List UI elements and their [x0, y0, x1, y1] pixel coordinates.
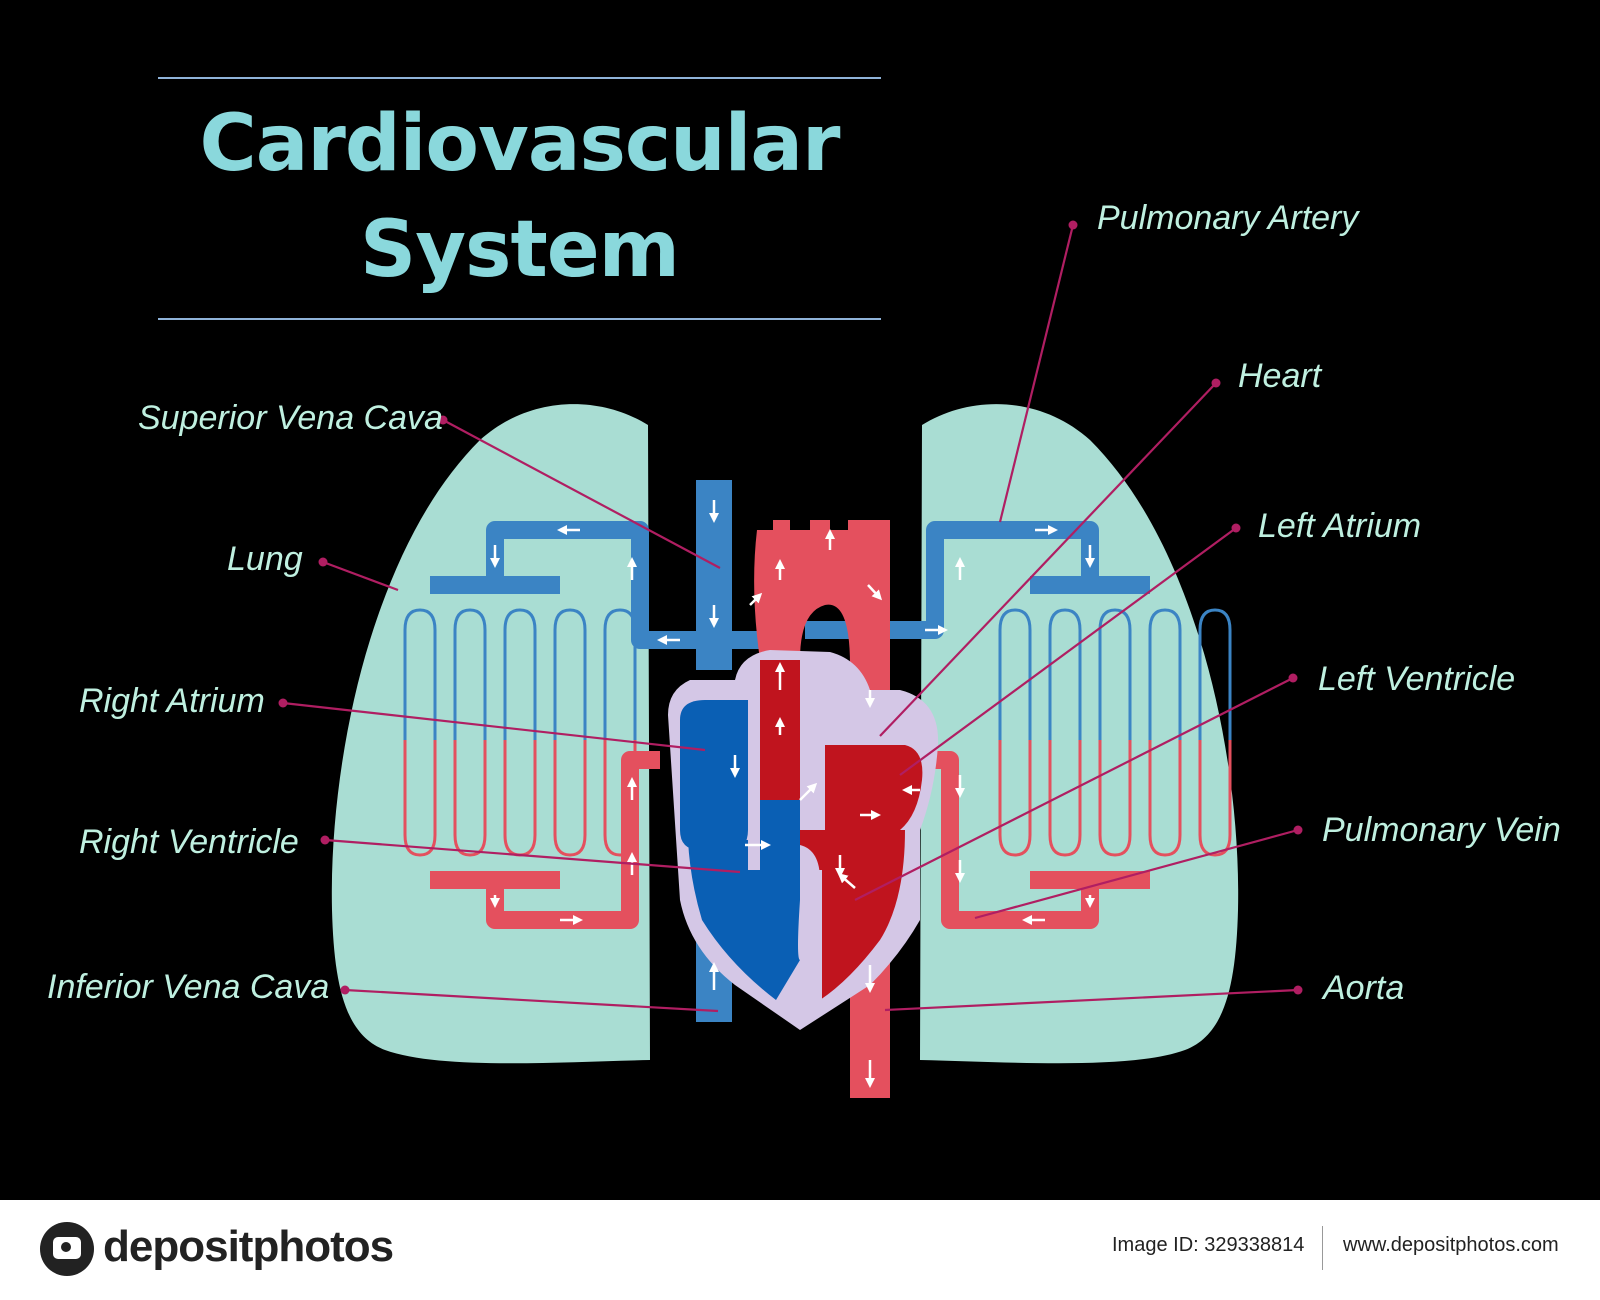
right-ventricle-chamber [688, 840, 800, 1000]
cardiovascular-diagram [278, 220, 1303, 1098]
title-line-2: System [360, 205, 680, 295]
label-pulmonary-artery: Pulmonary Artery [1097, 199, 1359, 237]
brand-logo[interactable]: depositphotos [103, 1222, 394, 1271]
flow-arrows [490, 500, 1095, 1088]
label-left-ventricle: Left Ventricle [1318, 660, 1516, 698]
left-lung [331, 404, 650, 1064]
label-right-atrium: Right Atrium [79, 682, 265, 720]
left-lung-capillaries [403, 608, 637, 857]
leader-dots [278, 220, 1303, 995]
title-line-1: Cardiovascular [199, 99, 840, 189]
camera-icon [40, 1222, 94, 1276]
image-id: Image ID: 329338814 [1112, 1234, 1305, 1256]
label-lung: Lung [227, 540, 303, 578]
label-heart: Heart [1238, 357, 1322, 395]
label-superior-vena-cava: Superior Vena Cava [138, 399, 443, 437]
left-atrium-chamber [825, 745, 923, 830]
label-left-atrium: Left Atrium [1258, 507, 1422, 545]
title-rule-bottom [158, 318, 881, 320]
leader-lines [282, 224, 1299, 1013]
label-inferior-vena-cava: Inferior Vena Cava [47, 968, 330, 1006]
diagram-canvas: Cardiovascular System [47, 77, 1561, 1098]
label-right-ventricle: Right Ventricle [79, 823, 299, 861]
label-aorta: Aorta [1323, 969, 1405, 1007]
left-ventricle-chamber [800, 830, 905, 1000]
footer-bar: depositphotos Image ID: 329338814 www.de… [0, 1200, 1600, 1300]
label-pulmonary-vein: Pulmonary Vein [1322, 811, 1561, 849]
title-rule-top [158, 77, 881, 79]
right-atrium-chamber [680, 700, 748, 850]
site-link[interactable]: www.depositphotos.com [1343, 1234, 1559, 1256]
footer-divider [1322, 1226, 1323, 1270]
